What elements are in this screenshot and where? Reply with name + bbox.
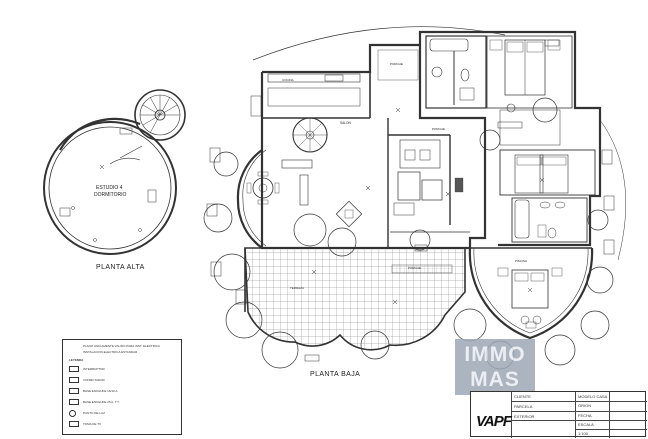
title-block-modelo: MODELO CASA <box>578 394 608 399</box>
title-block-cliente: CLIENTE <box>514 394 531 399</box>
legend-item: BASE ENCHUFE 16/10 A. <box>83 389 119 393</box>
title-block-exterior: EXTERIOR <box>514 414 535 419</box>
light-point-icon <box>69 410 76 417</box>
legend-item: TOMA DE TV <box>83 422 102 426</box>
title-block: CLIENTE MODELO CASA ORION PARCELA FECHA … <box>470 391 647 438</box>
room-label-piscina: PISCINA <box>515 259 528 263</box>
room-label-porche-bottom: PORCHE <box>408 266 421 270</box>
title-block-parcela: PARCELA <box>514 404 533 409</box>
tv-outlet-icon <box>69 421 79 427</box>
legend-title-1: PLANO UNICAMENTE VALIDO PARA INST. ELECT… <box>83 344 160 348</box>
ground-floor-title: PLANTA BAJA <box>310 371 361 378</box>
switch-icon <box>69 366 79 372</box>
legend-item: CONMUTADOR <box>83 378 105 382</box>
vapf-logo: VAPF <box>476 413 512 430</box>
outlet-icon <box>69 388 79 394</box>
upper-floor-title: PLANTA ALTA <box>96 264 145 271</box>
legend-header: LEYENDA <box>69 358 84 362</box>
room-label-salon: SALON <box>340 121 351 125</box>
room-label-porche-mid: PORCHE <box>432 127 445 131</box>
legend-item: PUNTO DE LUZ <box>83 411 105 415</box>
outlet-power-icon <box>69 399 79 405</box>
room-label-porche-top: PORCHE <box>390 62 403 66</box>
immomas-logo: IMMO MAS <box>455 339 535 395</box>
room-label-terraza: TERRAZA <box>290 286 305 290</box>
title-block-modelo-value: ORION <box>578 403 592 408</box>
legend-item: BASE ENCHUFE 25 A. T.T. <box>83 400 120 404</box>
title-block-escala: ESCALA <box>578 422 594 427</box>
logo-text-2: MAS <box>470 368 520 391</box>
room-label-cocina: COCINA <box>282 78 294 82</box>
commutator-icon <box>69 377 79 383</box>
ground-floor-plan <box>203 26 627 370</box>
legend-title-2: INSTALACION ELECTRICA ESTANDAR <box>83 350 138 354</box>
legend-item: INTERRUPTOR <box>83 367 105 371</box>
title-block-fecha: FECHA <box>578 413 592 418</box>
electrical-legend: PLANO UNICAMENTE VALIDO PARA INST. ELECT… <box>62 339 182 435</box>
logo-text-1: IMMO <box>464 343 526 366</box>
upper-room-label: ESTUDIO 4 <box>96 185 123 191</box>
upper-floor-plan <box>43 89 186 255</box>
title-block-escala-value: 1:100 <box>578 431 589 436</box>
upper-room-label-2: DORMITORIO <box>94 192 127 198</box>
